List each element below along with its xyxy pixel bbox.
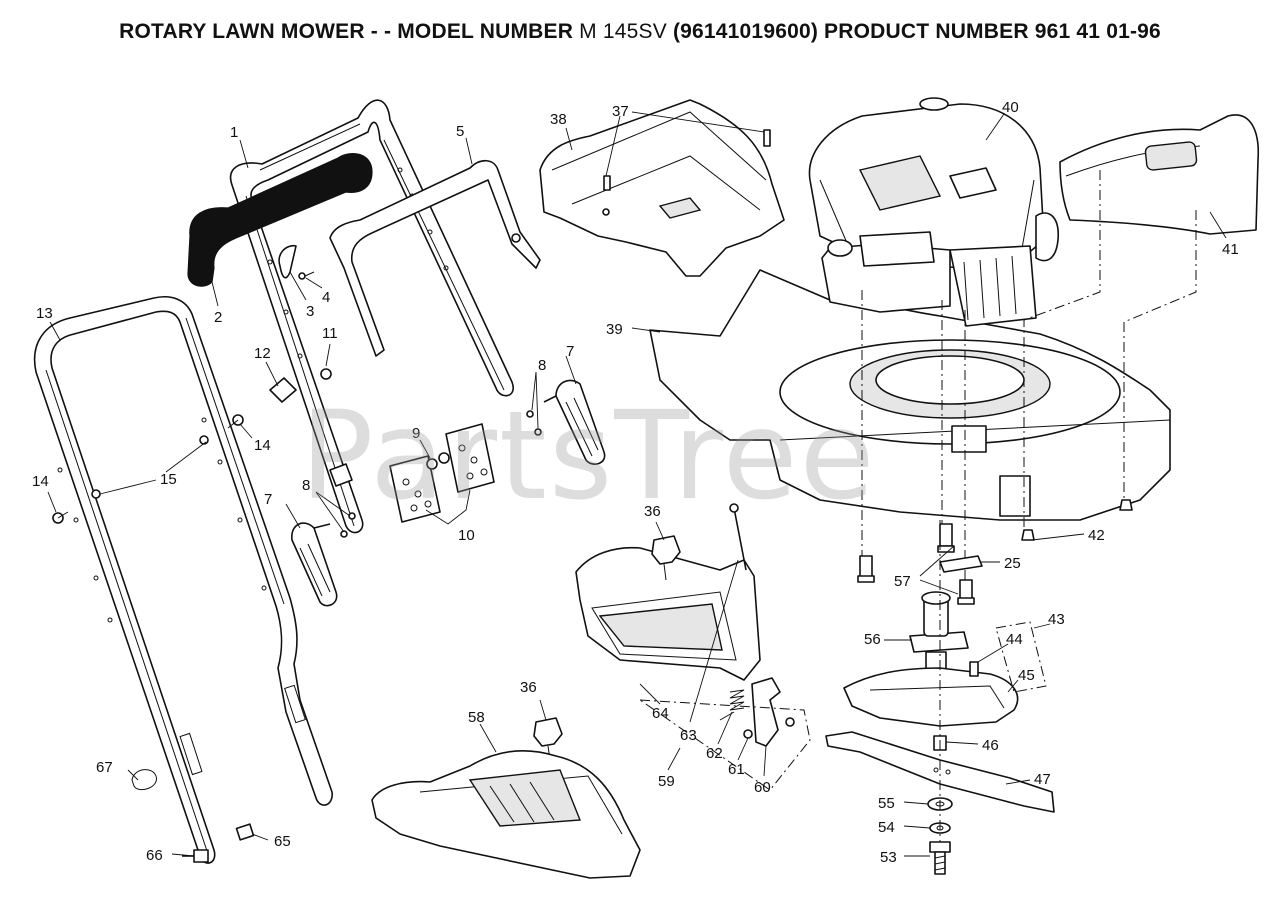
engine-cooling-fins [949,245,1037,327]
part-39-mower-deck[interactable] [649,269,1171,521]
title-prefix: ROTARY LAWN MOWER - - MODEL NUMBER [119,20,574,43]
callout-4[interactable]: 4 [322,289,330,306]
part-43-guard-kit-bracket [995,621,1047,693]
part-40-engine[interactable] [808,97,1059,327]
part-44-screw[interactable] [969,661,979,677]
callout-9[interactable]: 9 [412,425,420,442]
callout-45[interactable]: 45 [1018,667,1035,684]
callout-58[interactable]: 58 [468,709,485,726]
callout-14-upper[interactable]: 14 [254,437,271,454]
callout-42[interactable]: 42 [1088,527,1105,544]
part-58-mulch-plug[interactable] [371,750,641,879]
part-41-rear-cover[interactable] [1059,114,1260,235]
part-7-handle-knob-right[interactable] [543,379,606,465]
part-57-deck-bolts[interactable] [857,523,975,605]
part-67-cable-tie[interactable] [131,769,157,791]
callout-59[interactable]: 59 [658,773,675,790]
callout-39[interactable]: 39 [606,321,623,338]
callout-7-right[interactable]: 7 [566,343,574,360]
callout-14-lower[interactable]: 14 [32,473,49,490]
part-63-flap-rod[interactable] [729,503,747,571]
title-model-number: M 145SV [579,20,667,43]
part-8-carriage-bolts[interactable] [340,410,542,538]
callout-60[interactable]: 60 [754,779,771,796]
part-4-screw[interactable] [298,271,315,280]
part-38-engine-shroud[interactable] [539,99,785,277]
part-9-knob-nuts[interactable] [426,452,450,470]
part-42-bolts[interactable] [1021,499,1133,541]
callout-53[interactable]: 53 [880,849,897,866]
part-56-blade-adapter[interactable] [909,591,969,681]
callout-41[interactable]: 41 [1222,241,1239,258]
part-1-upper-handle[interactable] [229,99,514,534]
part-53-blade-bolt[interactable] [929,841,951,875]
callout-46[interactable]: 46 [982,737,999,754]
callout-1[interactable]: 1 [230,124,238,141]
callout-36-upper[interactable]: 36 [644,503,661,520]
part-10-handle-bracket-left[interactable] [389,455,441,523]
callout-37[interactable]: 37 [612,103,629,120]
part-65-nut[interactable] [235,823,255,841]
callout-38[interactable]: 38 [550,111,567,128]
callout-65[interactable]: 65 [274,833,291,850]
part-66-bolt[interactable] [182,849,209,863]
part-3-cable-guide[interactable] [278,244,297,279]
leader-lines [47,111,1227,857]
part-12-cable-clip[interactable] [269,377,297,403]
callout-57[interactable]: 57 [894,573,911,590]
callout-61[interactable]: 61 [728,761,745,778]
partstree-watermark: PartsTree [300,385,877,527]
part-59-latch-kit-bracket [638,699,811,791]
callout-55[interactable]: 55 [878,795,895,812]
callout-40[interactable]: 40 [1002,99,1019,116]
callout-44[interactable]: 44 [1006,631,1023,648]
callout-11[interactable]: 11 [322,325,338,342]
callout-25[interactable]: 25 [1004,555,1021,572]
callout-62[interactable]: 62 [706,745,723,762]
assembly-guide-lines [861,170,1197,580]
part-15-washer[interactable] [91,435,209,499]
part-14-bolt-upper[interactable] [227,414,244,429]
part-47-blade[interactable] [825,731,1055,813]
part-5-control-bail[interactable] [329,159,541,357]
callout-54[interactable]: 54 [878,819,895,836]
part-25-bracket[interactable] [939,555,983,573]
callout-56[interactable]: 56 [864,631,881,648]
diagram-title: ROTARY LAWN MOWER - - MODEL NUMBER M 145… [0,20,1280,44]
callout-10[interactable]: 10 [458,527,475,544]
title-product-number: (96141019600) PRODUCT NUMBER 961 41 01-9… [672,20,1161,43]
part-10-handle-bracket-right[interactable] [445,423,495,493]
callout-66[interactable]: 66 [146,847,163,864]
callout-8-right[interactable]: 8 [538,357,546,374]
callout-8-left[interactable]: 8 [302,477,310,494]
callout-3[interactable]: 3 [306,303,314,320]
callout-47[interactable]: 47 [1034,771,1051,788]
callout-7-left[interactable]: 7 [264,491,272,508]
part-60-latch[interactable] [751,677,781,747]
callout-13[interactable]: 13 [36,305,53,322]
callout-labels: 1 2 3 4 5 7 7 8 8 9 10 11 12 13 14 14 15… [32,99,1239,866]
part-11-nut[interactable] [320,368,332,380]
callout-63[interactable]: 63 [680,727,697,744]
callout-12[interactable]: 12 [254,345,271,362]
callout-2[interactable]: 2 [214,309,222,326]
callout-67[interactable]: 67 [96,759,113,776]
part-45-blade-guard[interactable] [843,667,1019,727]
part-14-bolt-lower[interactable] [52,511,69,524]
callout-15[interactable]: 15 [160,471,177,488]
callout-43[interactable]: 43 [1048,611,1065,628]
part-13-lower-handle[interactable] [33,296,333,864]
part-64-rear-flap[interactable] [575,546,761,681]
callout-36-lower[interactable]: 36 [520,679,537,696]
part-2-foam-grip[interactable] [187,153,373,287]
callout-64[interactable]: 64 [652,705,669,722]
part-7-handle-knob-left[interactable] [291,522,338,607]
part-36-knob-upper[interactable] [651,535,681,581]
callout-5[interactable]: 5 [456,123,464,140]
